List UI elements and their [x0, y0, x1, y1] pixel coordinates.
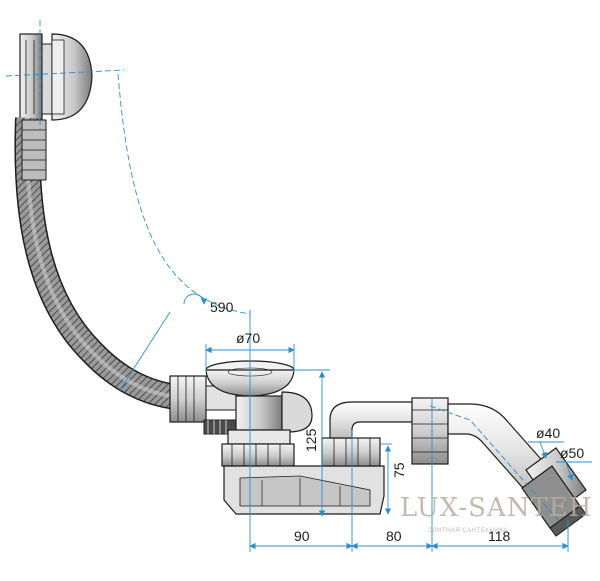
siphon-trap — [223, 465, 385, 515]
outlet-diameter-large-label: ø50 — [560, 445, 584, 461]
watermark-brand: LUX-SANTEH — [400, 493, 592, 523]
bend-radius-label: 590 — [210, 299, 234, 315]
outlet-diameter-small-label: ø40 — [536, 425, 560, 441]
dimension-lines — [5, 20, 592, 552]
drain-body — [221, 391, 313, 467]
watermark: LUX-SANTEH ЭЛИТНАЯ САНТЕХНИКА — [400, 493, 592, 534]
flexible-hose — [14, 117, 207, 412]
overflow-diameter-label: ø70 — [236, 330, 260, 346]
outlet-riser — [321, 401, 415, 467]
outlet-height-label: 75 — [391, 462, 407, 478]
spacing-1-label: 90 — [294, 528, 310, 544]
spacing-3-label: 118 — [488, 528, 511, 544]
watermark-tagline: ЭЛИТНАЯ САНТЕХНИКА — [428, 528, 508, 534]
drain-height-label: 125 — [303, 428, 319, 452]
spacing-2-label: 80 — [386, 528, 402, 544]
overflow-head — [19, 33, 93, 121]
